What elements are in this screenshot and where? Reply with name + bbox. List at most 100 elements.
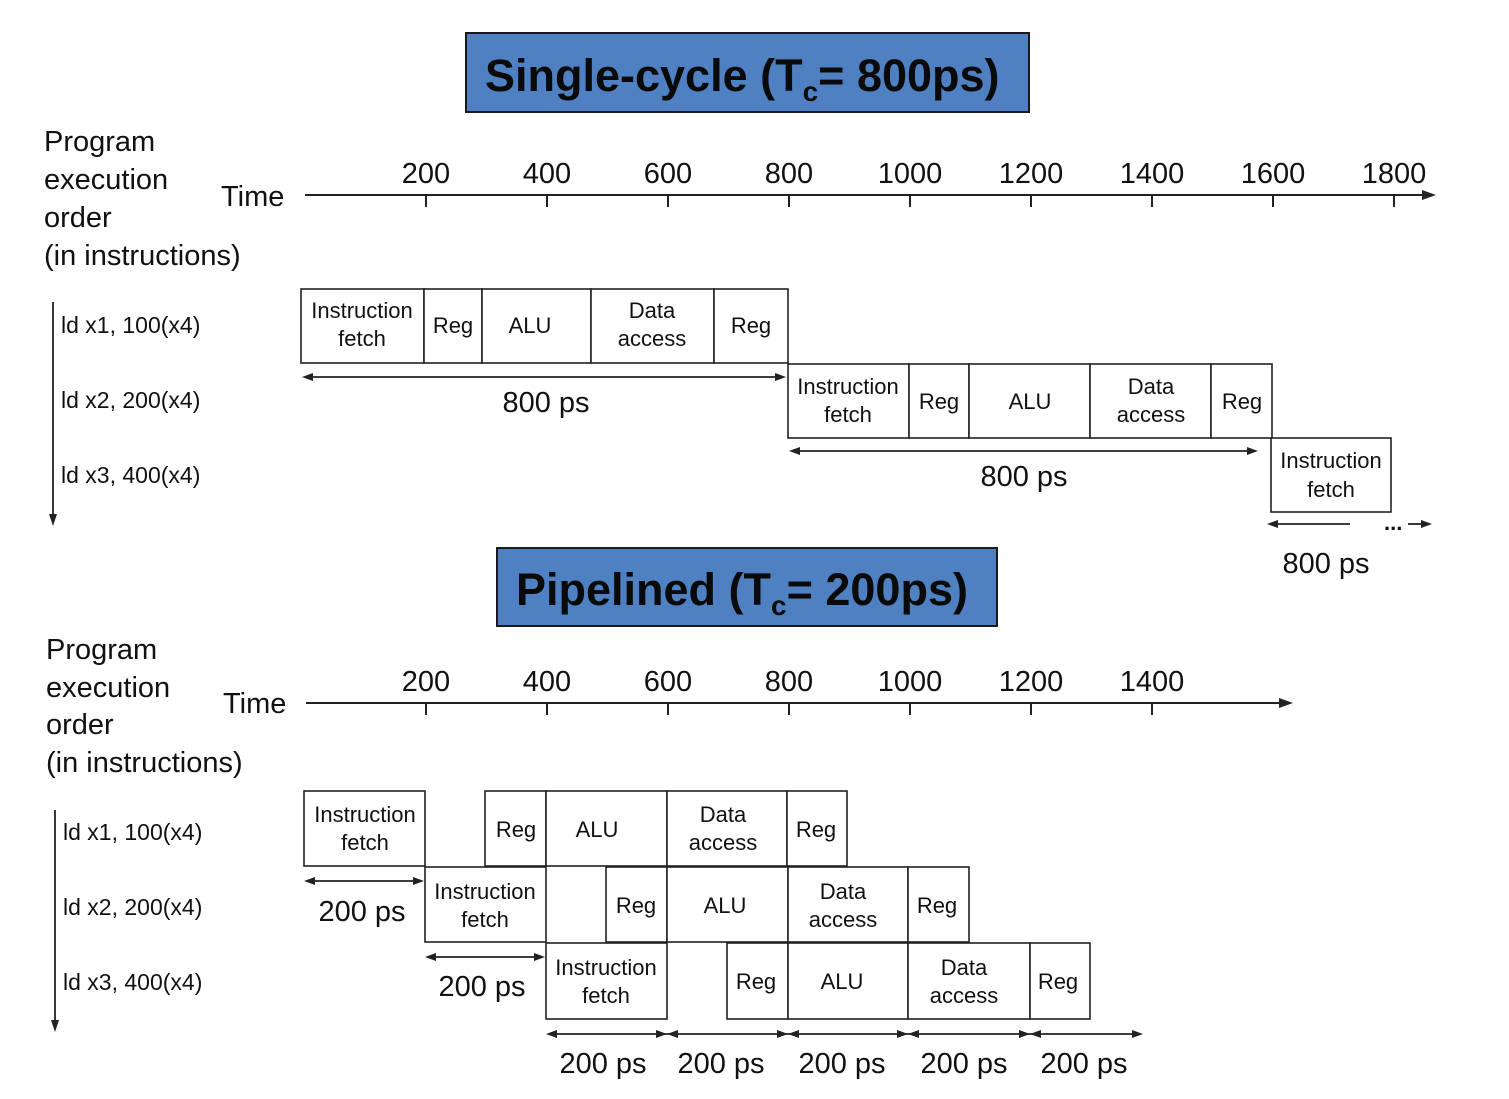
stage-label: ALU: [576, 817, 619, 842]
arrow-head: [413, 877, 424, 885]
single-cycle-dim3: ... 800 ps: [1267, 510, 1432, 580]
pipelined-title: Pipelined (Tc= 200ps): [496, 547, 998, 627]
arrow-head: [302, 373, 313, 381]
stage-data-access: [590, 288, 715, 364]
arrow-head: [789, 447, 800, 455]
time-axis-arrowhead: [1279, 698, 1293, 708]
stage-data-access: [1089, 363, 1212, 439]
stage-label: fetch: [461, 907, 509, 932]
stage-label: Reg: [496, 817, 536, 842]
stage-instruction-fetch: [1270, 437, 1392, 513]
tick-label: 1800: [1362, 158, 1427, 190]
instruction-label: ld x3, 400(x4): [63, 969, 202, 995]
stage-reg: [713, 288, 789, 364]
tick-label: 1000: [878, 158, 943, 190]
tick-label: 400: [523, 666, 571, 698]
stage-label: Data: [941, 955, 988, 980]
arrow-head: [304, 877, 315, 885]
single-cycle-order-arrow: [49, 302, 57, 526]
order-arrow-head: [51, 1020, 59, 1032]
arrow-head: [546, 1030, 557, 1038]
order-arrow-head: [49, 514, 57, 526]
pipelined-order-label: Program execution order (in instructions…: [46, 634, 243, 779]
stage-label: Data: [629, 298, 676, 323]
stage-reg: [726, 942, 789, 1020]
stage-instruction-fetch: [303, 790, 426, 867]
stage-instruction-fetch: [300, 288, 425, 364]
stage-reg: [1210, 363, 1273, 439]
tick-label: 200: [402, 158, 450, 190]
stage-label: fetch: [338, 326, 386, 351]
stage-instruction-fetch: [787, 363, 910, 439]
stage-label: Reg: [616, 893, 656, 918]
tick-label: 400: [523, 158, 571, 190]
stage-label: access: [930, 983, 998, 1008]
arrow-head: [775, 373, 786, 381]
order-label-line: execution: [46, 672, 170, 704]
tick-label: 1400: [1120, 666, 1185, 698]
arrow-head: [656, 1030, 667, 1038]
single-cycle-time-axis: 200 400 600 800 1000 1200 1400 1600 1800: [305, 158, 1436, 207]
instruction-label: ld x3, 400(x4): [61, 462, 200, 488]
arrow-head: [667, 1030, 678, 1038]
pipelined-title-box: [496, 547, 998, 627]
stage-label: Reg: [731, 313, 771, 338]
instruction-label: ld x2, 200(x4): [61, 387, 200, 413]
order-label-line: (in instructions): [46, 747, 243, 779]
duration-label: 200 ps: [798, 1048, 885, 1080]
stage-instruction-fetch: [424, 866, 547, 943]
pipelined-title-text: Pipelined (Tc= 200ps): [516, 564, 968, 621]
single-cycle-dim1: 800 ps: [302, 373, 786, 419]
single-cycle-instr3-stages: Instruction fetch: [1270, 437, 1392, 513]
arrow-head: [1030, 1030, 1041, 1038]
time-label: Time: [223, 688, 286, 720]
stage-label: Reg: [1038, 969, 1078, 994]
stage-label: Data: [1128, 374, 1175, 399]
tick-label: 600: [644, 666, 692, 698]
tick-label: 1200: [999, 666, 1064, 698]
duration-label: 200 ps: [677, 1048, 764, 1080]
single-cycle-title-text: Single-cycle (Tc= 800ps): [485, 50, 1000, 107]
stage-reg: [907, 866, 970, 943]
stage-data-access: [666, 790, 788, 867]
arrow-head: [1132, 1030, 1143, 1038]
arrow-head: [534, 953, 545, 961]
stage-reg: [786, 790, 848, 867]
order-label-line: Program: [44, 126, 155, 158]
stage-label: access: [689, 830, 757, 855]
stage-label: fetch: [1307, 477, 1355, 502]
arrow-head: [1019, 1030, 1030, 1038]
time-axis-arrowhead: [1422, 190, 1436, 200]
stage-alu: [968, 363, 1091, 439]
stage-alu: [666, 866, 789, 943]
duration-label: 200 ps: [920, 1048, 1007, 1080]
duration-label: 200 ps: [318, 896, 405, 928]
stage-label: access: [1117, 402, 1185, 427]
pipelined-dim2: 200 ps: [425, 953, 545, 1003]
arrow-head: [1267, 520, 1278, 528]
time-label: Time: [221, 181, 284, 213]
stage-label: Instruction: [314, 802, 416, 827]
single-cycle-instr1-stages: Instruction fetch Reg ALU Data access Re…: [300, 288, 789, 364]
stage-instruction-fetch: [545, 942, 668, 1020]
instruction-label: ld x2, 200(x4): [63, 894, 202, 920]
stage-label: fetch: [824, 402, 872, 427]
stage-label: access: [809, 907, 877, 932]
stage-label: access: [618, 326, 686, 351]
stage-label: ALU: [509, 313, 552, 338]
single-cycle-instr2-stages: Instruction fetch Reg ALU Data access Re…: [787, 363, 1273, 439]
stage-label: Reg: [1222, 389, 1262, 414]
stage-label: Instruction: [434, 879, 536, 904]
stage-alu: [481, 288, 592, 364]
stage-label: Instruction: [555, 955, 657, 980]
stage-label: Data: [700, 802, 747, 827]
single-cycle-title: Single-cycle (Tc= 800ps): [465, 32, 1030, 113]
order-label-line: order: [44, 202, 112, 234]
tick-label: 1400: [1120, 158, 1185, 190]
pipelined-order-arrow: [51, 810, 59, 1032]
arrow-head: [425, 953, 436, 961]
order-label-line: (in instructions): [44, 240, 241, 272]
order-label-line: order: [46, 709, 114, 741]
tick-label: 1600: [1241, 158, 1306, 190]
stage-label: Reg: [796, 817, 836, 842]
